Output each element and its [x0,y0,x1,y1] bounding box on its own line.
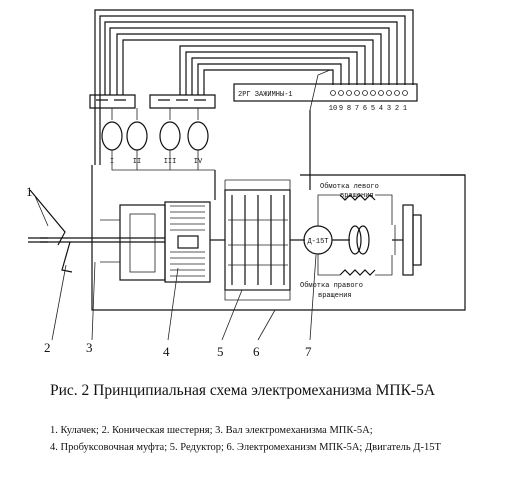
callout-6: 6 [253,344,260,359]
callout-2: 2 [44,340,51,355]
winding-left-label-2: вращения [340,192,374,200]
terminal-number: 9 [339,105,343,113]
terminal-block-label: 2РГ ЗАЖИМНЫ-1 [238,91,293,99]
signal-wires [94,9,414,165]
motor-label: Д-15Т [307,238,328,246]
cam-I [101,121,123,151]
brake-assembly [392,204,422,276]
terminal-number: 5 [371,105,375,113]
limit-switch-contacts: I II III IV [89,94,216,171]
callout-4: 4 [163,344,170,359]
terminal-number: 4 [379,105,383,113]
schematic-diagram: 2РГ ЗАЖИМНЫ-1 10 9 8 7 6 5 4 3 2 1 I II … [26,9,466,359]
winding-left-label: Обмотка левого [320,182,379,191]
terminal-number: 2 [395,105,399,113]
callout-3: 3 [86,340,93,355]
terminal-block: 2РГ ЗАЖИМНЫ-1 10 9 8 7 6 5 4 3 2 1 [233,83,418,113]
figure-legend-line: 4. Пробуксовочная муфта; 5. Редуктор; 6.… [50,442,441,453]
callout-1: 1 [26,184,33,199]
figure-caption: Рис. 2 Принципиальная схема электромехан… [50,382,436,399]
figure-legend-line: 1. Кулачек; 2. Коническая шестерня; 3. В… [50,425,373,436]
reducer [210,179,291,301]
callouts: 1 2 3 4 5 6 7 [26,184,317,359]
cam-lever [29,189,66,246]
callout-7: 7 [305,344,312,359]
terminal-number: 3 [387,105,391,113]
terminal-number: 8 [347,105,351,113]
winding-right-label: Обмотка правого [300,281,363,290]
bus-wires [214,170,305,241]
terminal-number: 7 [355,105,359,113]
housing-outline [91,69,466,311]
right-rotation-resistor [339,269,376,276]
motor-d15t: Д-15Т [303,225,350,255]
terminal-number: 10 [329,105,337,113]
windings: Обмотка левого вращения Обмотка правого … [300,182,393,300]
cam-IV [187,121,209,151]
callout-5: 5 [217,344,224,359]
terminal-number: 6 [363,105,367,113]
terminal-screws [330,90,408,96]
slip-clutch [164,201,211,283]
left-rotation-resistor [339,194,376,201]
winding-right-label-2: вращения [318,292,352,300]
bevel-gear [61,241,73,273]
cam-II [126,121,148,151]
main-shaft [28,189,165,273]
cam-III [159,121,181,151]
terminal-number: 1 [403,105,407,113]
